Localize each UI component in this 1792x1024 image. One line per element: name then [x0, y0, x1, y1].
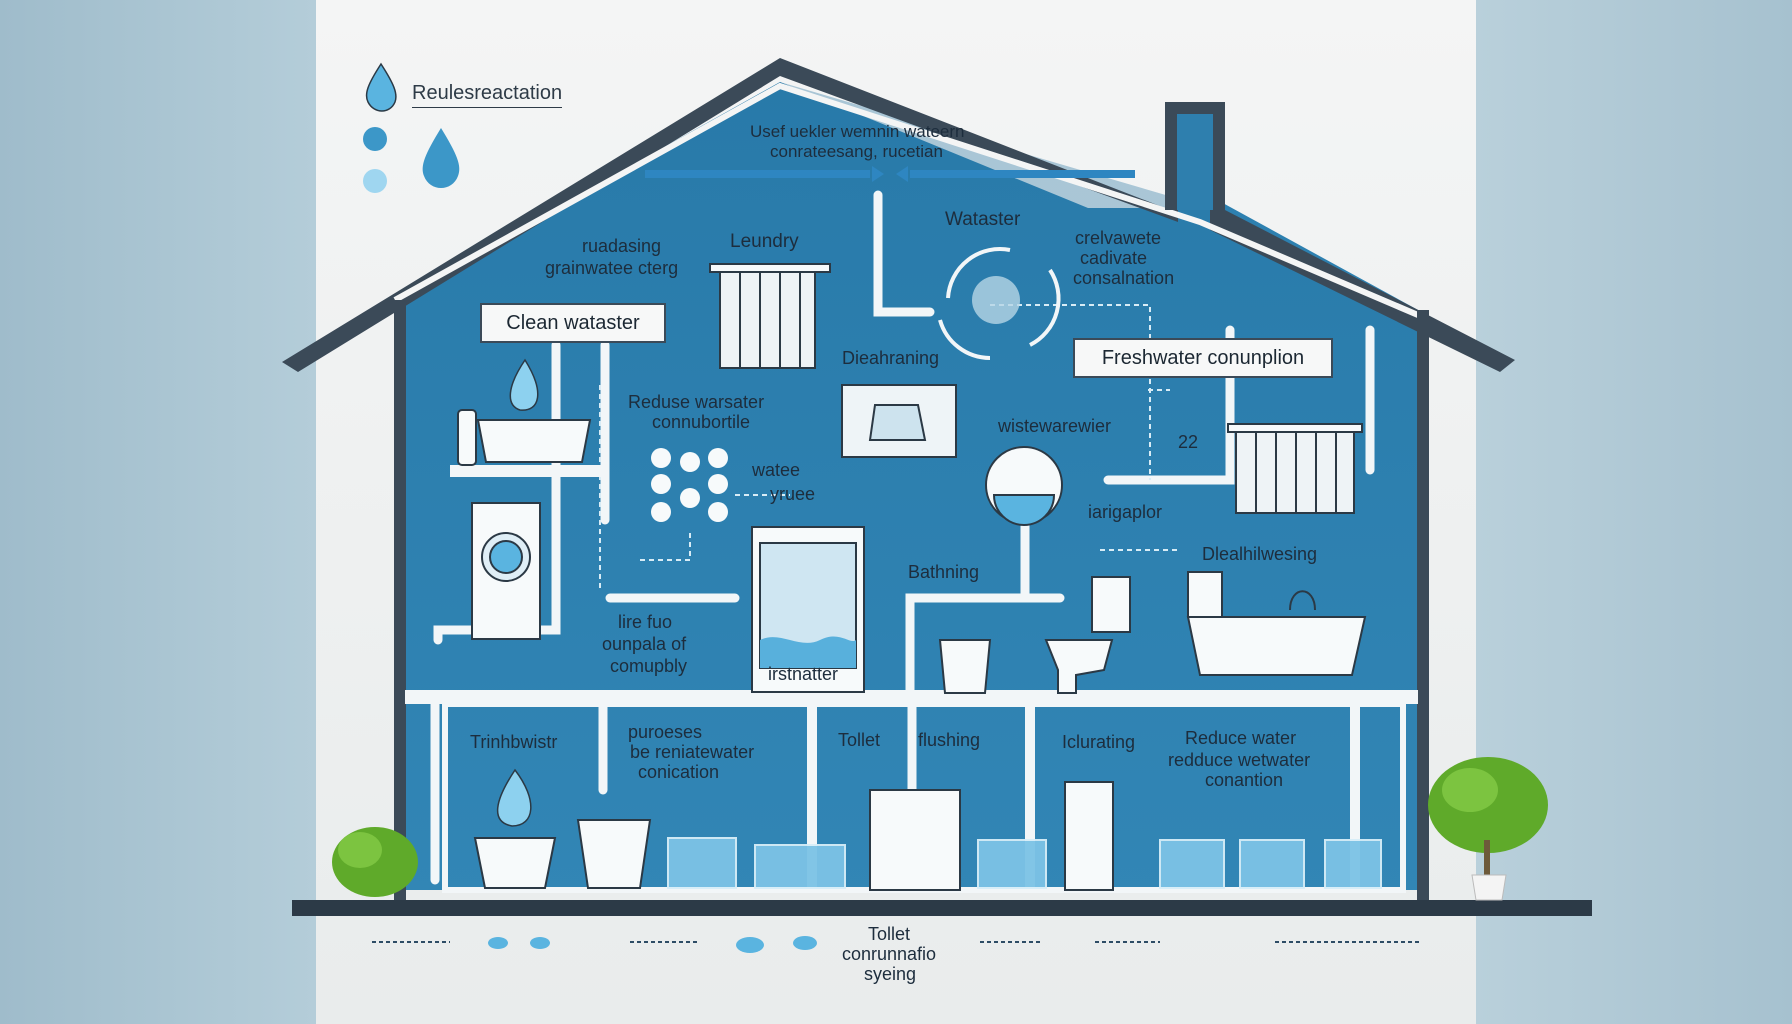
gauge-icon [985, 446, 1063, 526]
inner-roof-line [393, 82, 1427, 321]
label-bathing: Bathning [908, 562, 980, 582]
lower-divider-3 [1350, 700, 1360, 890]
roof-caption-line2: conrateesang, rucetian [770, 142, 943, 161]
label-laundry: Leundry [730, 231, 799, 252]
label-yruee: yruee [770, 484, 816, 504]
footer-line2: conrunnafio [842, 944, 937, 964]
footer-line1: Tollet [868, 924, 911, 944]
background-left [0, 0, 316, 1024]
dishwasher-icon [751, 526, 865, 693]
footer-drops [488, 936, 817, 953]
label-purposes-3: conication [638, 762, 720, 782]
bathtub-icon [1186, 571, 1367, 676]
roof-outline [282, 58, 1515, 372]
label-reduce: Reduse warsater [628, 392, 765, 412]
plant-left-icon [332, 827, 418, 897]
label-consumberitie: connubortile [652, 412, 751, 432]
ground-line [292, 900, 1592, 916]
left-wall [394, 300, 406, 900]
roof-arrow-head-left [872, 166, 884, 182]
water-drop-icon [365, 62, 397, 112]
lower-divider-2 [1025, 700, 1035, 890]
label-rundasing: ruadasing [582, 236, 662, 256]
label-fire-line2: ounpala of [602, 634, 687, 654]
lower-room-fixtures [473, 781, 1114, 891]
clean-water-box: Clean wataster [480, 303, 666, 343]
label-fire-line1: lire fuo [618, 612, 673, 632]
water-splash-icon [509, 358, 539, 411]
label-trinhbwistr: Trinhbwistr [470, 732, 558, 752]
legend-dot-light-icon [363, 169, 387, 193]
label-reduce-water-3: conantion [1205, 770, 1284, 790]
label-greywater: grainwatee cterg [545, 258, 679, 278]
pipe-center-right [1103, 325, 1235, 485]
legend-dot-dark-icon [363, 127, 387, 151]
lower-drop-icon [496, 768, 532, 827]
bin-icon [938, 639, 992, 694]
molecule-icons [651, 448, 728, 522]
roof-arrow-head-right [896, 166, 908, 182]
label-toilet: Tollet [838, 730, 881, 750]
shower-icon [1227, 423, 1363, 514]
label-dishwashing-mid: Dieahraning [842, 348, 940, 368]
pipe-toilet [905, 593, 1065, 695]
pipe-roof-down [873, 190, 935, 317]
plant-right-icon [1428, 757, 1548, 901]
label-wastewater-cycle: Wataster [945, 209, 1021, 230]
chimney-inner [1177, 114, 1213, 210]
dashed-lines [599, 304, 1180, 590]
washing-machine-icon [471, 502, 541, 640]
label-num-22: 22 [1178, 432, 1199, 452]
sink-icon [457, 409, 592, 466]
label-purposes-1: puroeses [628, 722, 703, 742]
label-flushing: flushing [918, 730, 981, 750]
roof-caption-line1: Usef uekler wemnin wateern [750, 122, 965, 141]
radiator-icon [709, 263, 831, 369]
label-crelvawete: crelvawete [1075, 228, 1162, 248]
label-watee: watee [752, 460, 801, 480]
label-iclurating: Iclurating [1062, 732, 1136, 752]
recycle-center [972, 276, 1020, 324]
roof-arrow-right [910, 170, 1135, 178]
label-dishwashing-right: Dlealhilwesing [1202, 544, 1318, 564]
lower-divider-1 [807, 700, 817, 890]
label-reduce-water-2: redduce wetwater [1168, 750, 1311, 770]
dishwasher-screen-icon [841, 384, 957, 458]
label-reduce-water-1: Reduce water [1185, 728, 1297, 748]
roof-arrow-left [645, 170, 870, 178]
label-wistewarewater: wistewarewier [998, 416, 1112, 436]
legend-title: Reulesreactation [412, 82, 563, 108]
label-irstnatter: irstnatter [768, 664, 839, 684]
label-cadivate: cadivate [1080, 248, 1148, 268]
footer-line3: syeing [864, 964, 917, 984]
recycle-icon [938, 247, 1061, 360]
house-interior-shade [405, 82, 1418, 890]
shelf [450, 465, 605, 477]
legend-large-drop-icon [422, 128, 460, 188]
label-fire-line3: comupbly [610, 656, 688, 676]
label-purposes-2: be reniatewater [630, 742, 755, 762]
pipes [430, 190, 1375, 885]
toilet-icon [1044, 576, 1131, 694]
freshwater-consumption-box: Freshwater conunplion [1073, 338, 1333, 378]
background-right [1476, 0, 1792, 1024]
water-tanks [667, 837, 1382, 889]
label-irrigaptor: iarigaplor [1088, 502, 1163, 522]
right-wall [1417, 310, 1429, 900]
label-consumption-right: consalnation [1073, 268, 1175, 288]
